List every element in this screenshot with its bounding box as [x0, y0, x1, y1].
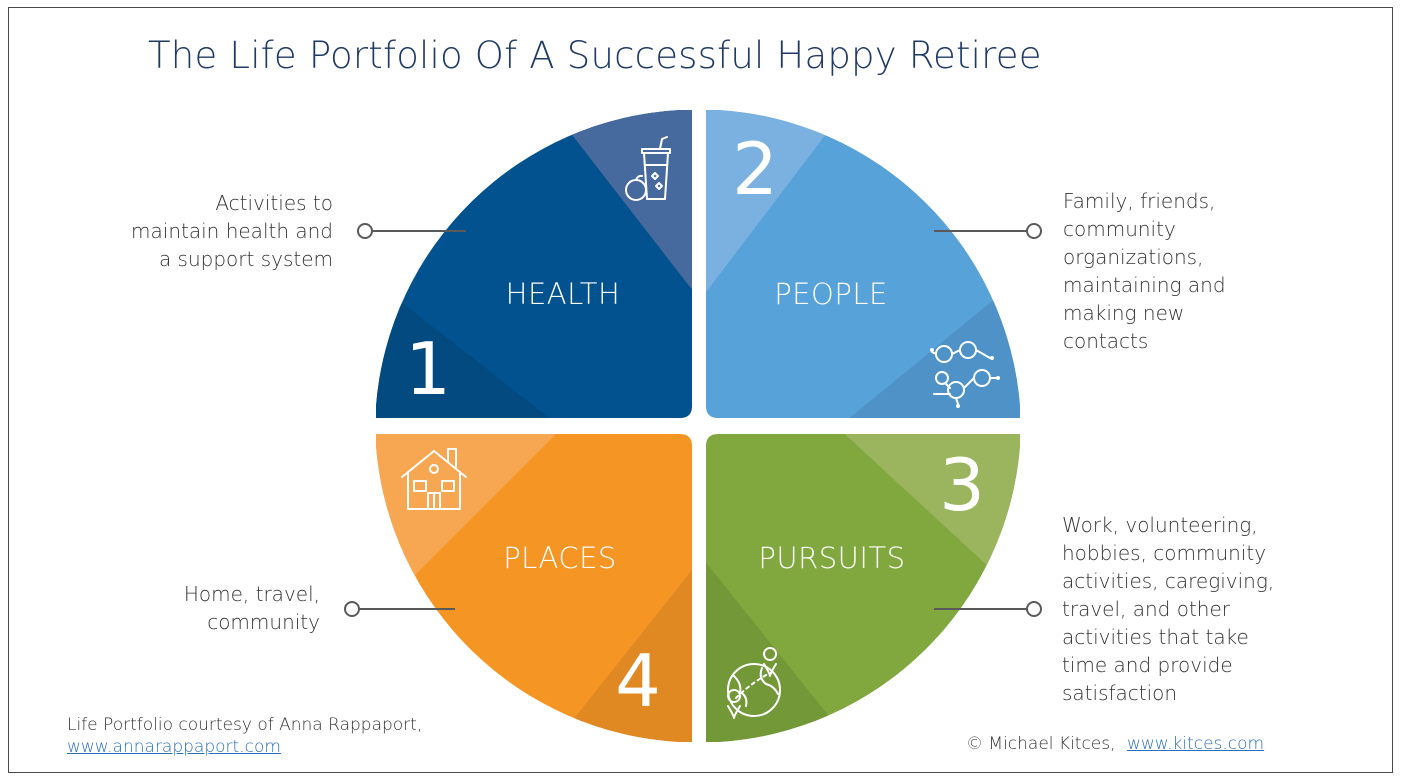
- credit-footer: Life Portfolio courtesy of Anna Rappapor…: [67, 714, 422, 758]
- annarappaport-link[interactable]: www.annarappaport.com: [67, 737, 281, 757]
- pursuits-description-line: satisfaction: [1062, 681, 1178, 705]
- people-description-line: organizations,: [1063, 245, 1204, 269]
- quadrant-pursuits-label: PURSUITS: [758, 541, 905, 575]
- connector-places: [344, 601, 455, 617]
- quadrant-health-label: HEALTH: [506, 277, 621, 311]
- copyright-text: © Michael Kitces,: [966, 734, 1116, 754]
- drink-fruit-icon: [625, 136, 671, 201]
- pursuits-description: Work, volunteering, hobbies, community a…: [1062, 511, 1274, 707]
- places-description-line: Home, travel,: [183, 582, 320, 606]
- quadrant-health-number: 1: [405, 327, 451, 411]
- quadrant-places-label: PLACES: [503, 541, 617, 575]
- people-description-line: contacts: [1063, 329, 1149, 353]
- people-description-line: Family, friends,: [1063, 189, 1216, 213]
- quadrant-health: HEALTH 1: [376, 110, 692, 418]
- image-frame: [8, 7, 1393, 773]
- house-icon: [401, 448, 467, 510]
- connector-people: [934, 223, 1042, 239]
- quadrant-places-number: 4: [615, 639, 661, 723]
- health-description-line: a support system: [158, 247, 333, 271]
- pursuits-description-line: travel, and other: [1062, 597, 1230, 621]
- quadrant-pursuits-number: 3: [939, 443, 985, 527]
- quadrant-places-facet-dark: [545, 560, 692, 742]
- quadrant-people-facet-light: [706, 110, 852, 300]
- globe-location-icon: [727, 647, 781, 719]
- pursuits-description-line: hobbies, community: [1062, 541, 1267, 565]
- places-description-line: community: [207, 610, 320, 634]
- quadrant-people: PEOPLE 2: [706, 110, 1020, 418]
- page-title: The Life Portfolio Of A Successful Happy…: [148, 34, 1042, 77]
- pursuits-description-line: time and provide: [1062, 653, 1233, 677]
- places-description: Home, travel, community: [184, 580, 320, 636]
- quadrant-people-number: 2: [732, 127, 778, 211]
- copyright-footer: © Michael Kitces, www.kitces.com: [966, 733, 1264, 755]
- people-description-line: making new: [1063, 301, 1185, 325]
- quadrant-health-facet-dark: [376, 270, 565, 418]
- people-description: Family, friends, community organizations…: [1063, 187, 1226, 355]
- people-description-line: maintaining and: [1063, 273, 1226, 297]
- kitces-link[interactable]: www.kitces.com: [1126, 734, 1265, 754]
- quadrant-pursuits: PURSUITS 3: [706, 434, 1020, 742]
- health-description-line: Activities to: [215, 191, 333, 215]
- quadrant-pursuits-facet-light: [835, 434, 1020, 605]
- health-description: Activities to maintain health and a supp…: [131, 189, 333, 273]
- people-network-icon: [930, 341, 1000, 408]
- pursuits-description-line: activities, caregiving,: [1062, 569, 1275, 593]
- quadrant-people-label: PEOPLE: [774, 277, 888, 311]
- connector-health: [357, 223, 466, 239]
- connector-pursuits: [934, 601, 1042, 617]
- credit-text: Life Portfolio courtesy of Anna Rappapor…: [67, 715, 423, 735]
- pursuits-description-line: Work, volunteering,: [1062, 513, 1258, 537]
- pursuits-description-line: activities that take: [1062, 625, 1249, 649]
- people-description-line: community: [1063, 217, 1176, 241]
- health-description-line: maintain health and: [131, 219, 333, 243]
- quadrant-places: PLACES 4: [376, 434, 692, 742]
